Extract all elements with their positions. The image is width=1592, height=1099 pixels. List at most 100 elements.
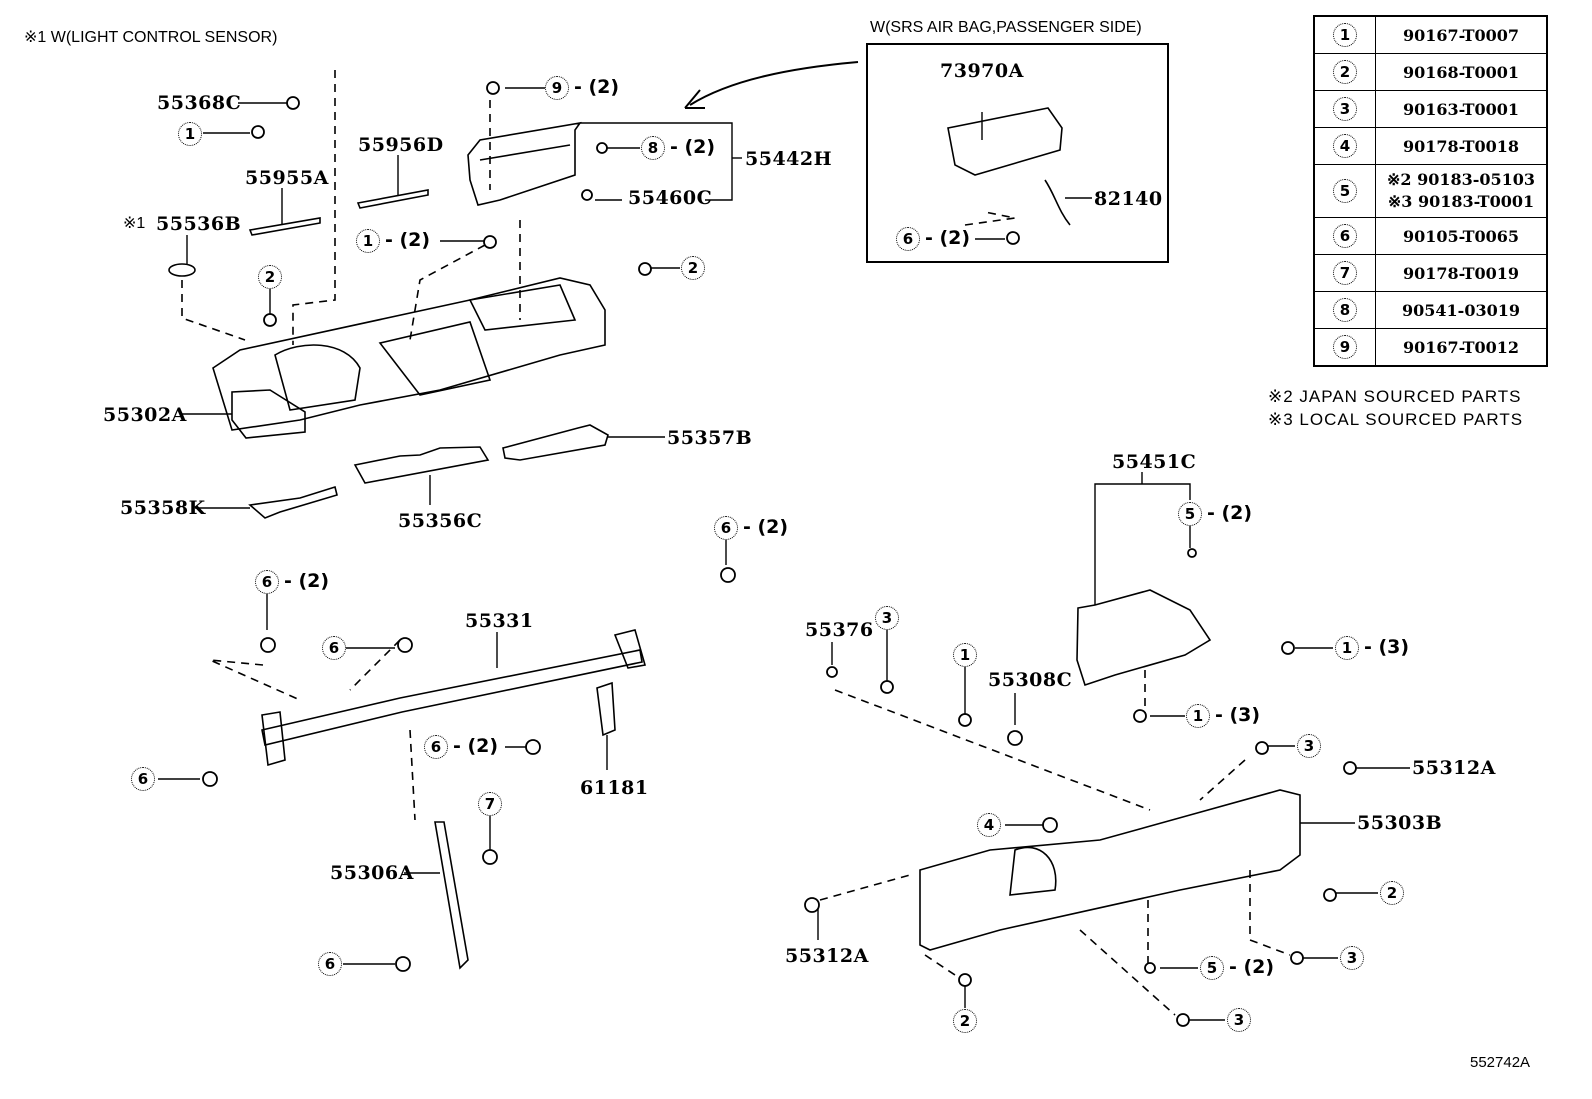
callout-ref-2[interactable]: 2 [258,265,282,289]
instrument-panel-left-end-shape [231,389,306,439]
callout-ref-6[interactable]: 6 [896,227,920,251]
callout-qty: - (2) [925,227,971,249]
callout-ref-6[interactable]: 6 [255,570,279,594]
pad-55357B-shape [502,424,609,461]
bolt-icon [525,739,541,755]
part-label-55956D[interactable]: 55956D [358,134,444,156]
part-label-55306A[interactable]: 55306A [330,862,414,884]
part-label-55303B[interactable]: 55303B [1357,812,1443,834]
table-ref-circle: 3 [1333,97,1357,121]
callout-ref-2[interactable]: 2 [953,1009,977,1033]
part-label-55331[interactable]: 55331 [465,610,534,632]
part-label-73970A[interactable]: 73970A [940,60,1024,82]
part-label-55955A[interactable]: 55955A [245,167,329,189]
sensor-55536B-shape [168,263,196,277]
footnote-japan-sourced: ※2 JAPAN SOURCED PARTS [1268,387,1522,406]
callout-ref-6[interactable]: 6 [131,767,155,791]
callout-qty: - (2) [574,76,620,98]
table-part-number-japan[interactable]: ※2 90183-05103 [1386,170,1536,189]
callout-ref-3[interactable]: 3 [1297,734,1321,758]
table-row: 1 90167-T0007 [1313,15,1548,54]
callout-qty: - (2) [385,229,431,251]
callout-qty: - (2) [1229,956,1275,978]
callout-ref-1[interactable]: 1 [1335,636,1359,660]
light-control-sensor-note: ※1 W(LIGHT CONTROL SENSOR) [24,29,278,46]
part-label-82140[interactable]: 82140 [1094,188,1163,210]
table-part-number[interactable]: 90163-T0001 [1375,90,1548,128]
table-part-number[interactable]: 90178-T0019 [1375,254,1548,292]
part-label-55312A-left[interactable]: 55312A [785,945,869,967]
screw-icon [1323,888,1337,902]
airbag-inset-box [866,43,1169,263]
callout-qty: - (2) [453,735,499,757]
callout-ref-5[interactable]: 5 [1200,956,1224,980]
table-row: 3 90163-T0001 [1313,90,1548,128]
table-part-number[interactable]: 90168-T0001 [1375,53,1548,91]
callout-ref-6[interactable]: 6 [322,636,346,660]
table-ref-circle: 4 [1333,134,1357,158]
bracket-55451C-shape [1076,589,1212,687]
screw-icon [483,235,497,249]
callout-ref-1[interactable]: 1 [356,229,380,253]
table-row: 6 90105-T0065 [1313,217,1548,255]
table-part-number[interactable]: 90178-T0018 [1375,127,1548,165]
callout-ref-7[interactable]: 7 [478,792,502,816]
callout-qty: - (2) [670,136,716,158]
strip-55956D-shape [356,189,429,209]
table-row: 7 90178-T0019 [1313,254,1548,292]
callout-ref-8[interactable]: 8 [641,136,665,160]
callout-ref-6[interactable]: 6 [424,735,448,759]
part-label-55460C[interactable]: 55460C [628,187,713,209]
callout-ref-2[interactable]: 2 [1380,881,1404,905]
callout-ref-6[interactable]: 6 [318,952,342,976]
part-label-55536B[interactable]: 55536B [156,213,242,235]
callout-ref-5[interactable]: 5 [1178,502,1202,526]
screw-icon [1133,709,1147,723]
callout-qty: - (2) [1207,502,1253,524]
callout-ref-3[interactable]: 3 [875,606,899,630]
callout-ref-1[interactable]: 1 [178,122,202,146]
part-label-61181[interactable]: 61181 [580,777,649,799]
table-part-number-local[interactable]: ※3 90183-T0001 [1387,192,1535,211]
table-row: 9 90167-T0012 [1313,328,1548,367]
table-row: 8 90541-03019 [1313,291,1548,329]
part-label-55376[interactable]: 55376 [805,619,874,641]
callout-qty: - (2) [284,570,330,592]
part-label-55312A-right[interactable]: 55312A [1412,757,1496,779]
table-ref-circle: 2 [1333,60,1357,84]
part-label-55308C[interactable]: 55308C [988,669,1073,691]
callout-ref-1[interactable]: 1 [953,643,977,667]
part-label-55302A[interactable]: 55302A [103,404,187,426]
callout-ref-3[interactable]: 3 [1227,1008,1251,1032]
callout-ref-9[interactable]: 9 [545,76,569,100]
part-label-55442H[interactable]: 55442H [745,148,833,170]
table-part-number[interactable]: 90167-T0007 [1375,15,1548,54]
clip-icon [1007,730,1023,746]
airbag-73970A-shape [947,107,1063,176]
airbag-inset-title: W(SRS AIR BAG,PASSENGER SIDE) [870,19,1142,36]
screw-icon [596,142,608,154]
table-part-number[interactable]: 90105-T0065 [1375,217,1548,255]
part-label-55357B[interactable]: 55357B [667,427,753,449]
screw-icon [1290,951,1304,965]
callout-ref-2[interactable]: 2 [681,256,705,280]
part-label-55356C[interactable]: 55356C [398,510,483,532]
nut-icon [1042,817,1058,833]
callout-ref-3[interactable]: 3 [1340,946,1364,970]
callout-ref-6[interactable]: 6 [714,516,738,540]
part-label-55451C[interactable]: 55451C [1112,451,1197,473]
callout-ref-1[interactable]: 1 [1186,704,1210,728]
bolt-icon [1006,231,1020,245]
clip-icon [581,189,593,201]
part-label-55368C[interactable]: 55368C [157,92,242,114]
table-part-number[interactable]: 90541-03019 [1375,291,1548,329]
part-label-55358K[interactable]: 55358K [120,497,206,519]
clip-icon [1187,548,1197,558]
callout-ref-4[interactable]: 4 [977,813,1001,837]
bolt-icon [260,637,276,653]
steering-support-pipe-shape [261,649,643,746]
table-part-number[interactable]: 90167-T0012 [1375,328,1548,367]
brace-55306A-shape [434,821,469,970]
strip-55955A-shape [248,217,321,236]
